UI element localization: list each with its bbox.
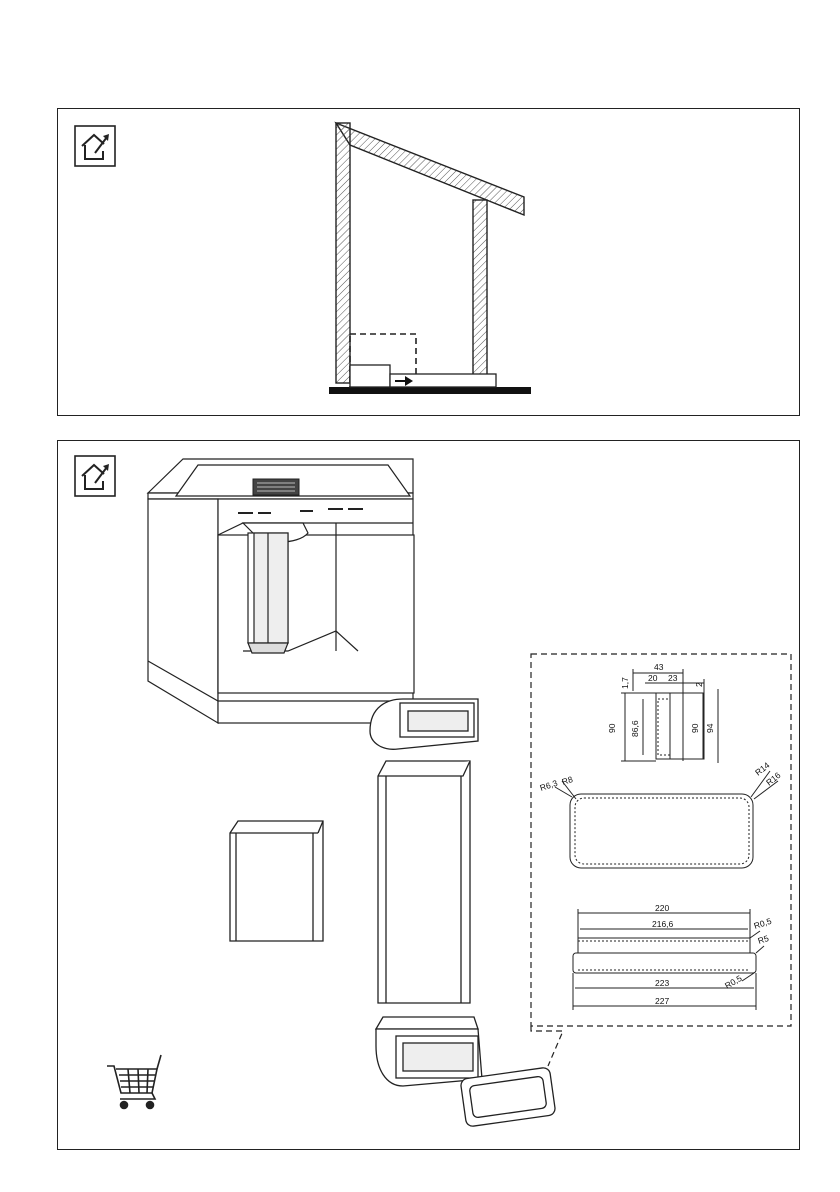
plinth-box — [350, 365, 390, 387]
dim-r-a: R0,5 — [753, 916, 773, 931]
dim-r-inner-left: R8 — [561, 774, 575, 787]
duct-kit-panel: 43 20 23 1,7 2 90 86,6 90 94 R6,3 R8 R14… — [57, 440, 800, 1150]
room-section-diagram — [58, 109, 801, 417]
dim-height-left: 90 — [607, 723, 617, 733]
front-profile-drawing — [555, 771, 778, 868]
left-wall — [336, 123, 350, 383]
dim-r-b: R5 — [757, 933, 771, 946]
dim-w-inner: 216,6 — [652, 919, 674, 929]
hob-extractor-grill — [253, 479, 299, 495]
dim-height-right-outer: 94 — [705, 723, 715, 733]
dim-height-inner: 86,6 — [630, 720, 640, 737]
dim-w-bottom: 223 — [655, 978, 669, 988]
duct-kit-diagram: 43 20 23 1,7 2 90 86,6 90 94 R6,3 R8 R14… — [58, 441, 801, 1151]
dim-small-offset: 1,7 — [620, 677, 630, 689]
dim-right-part: 23 — [668, 673, 678, 683]
roof-slab — [336, 123, 524, 215]
shopping-cart-icon — [107, 1055, 161, 1109]
long-vertical-duct — [378, 761, 470, 1003]
top-elbow-bend — [370, 699, 478, 749]
detail-callout-leader — [531, 1026, 563, 1066]
dim-r-outer-right: R16 — [764, 770, 783, 788]
short-duct-sleeve — [230, 821, 323, 941]
dim-left-part: 20 — [648, 673, 658, 683]
dim-w-outer: 227 — [655, 996, 669, 1006]
dim-height-right-inner: 90 — [690, 723, 700, 733]
dim-r-outer-left: R6,3 — [539, 778, 559, 793]
dim-width-total: 43 — [654, 662, 664, 672]
floor-slab — [329, 387, 531, 394]
dim-w-top: 220 — [655, 903, 669, 913]
right-wall — [473, 200, 487, 376]
installation-section-panel — [57, 108, 800, 416]
bottom-elbow-bend — [376, 1017, 482, 1086]
dim-top-gap: 2 — [694, 682, 704, 687]
